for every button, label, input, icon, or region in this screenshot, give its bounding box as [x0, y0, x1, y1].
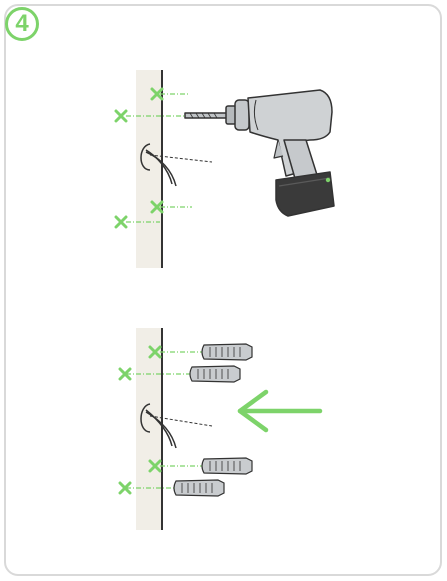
- step-number-badge: 4: [5, 7, 39, 41]
- cable-hole-icon: [140, 143, 213, 187]
- instruction-card: [4, 4, 442, 576]
- wall-section-top: [136, 70, 162, 268]
- wall-section-bottom: [136, 328, 162, 530]
- wall-anchor-icon: [173, 479, 225, 497]
- cable-hole-icon: [140, 403, 213, 449]
- arrow-left-icon: [237, 389, 323, 433]
- x-mark-icon: [118, 345, 162, 495]
- bottom-panel-anchors: [118, 328, 323, 530]
- wall-anchor-icon: [189, 365, 241, 383]
- top-panel-drilling: [114, 70, 335, 268]
- x-mark-icon: [114, 87, 164, 229]
- cordless-drill-icon: [184, 89, 335, 217]
- wall-anchor-icon: [201, 343, 253, 361]
- wall-anchor-icon: [201, 457, 253, 475]
